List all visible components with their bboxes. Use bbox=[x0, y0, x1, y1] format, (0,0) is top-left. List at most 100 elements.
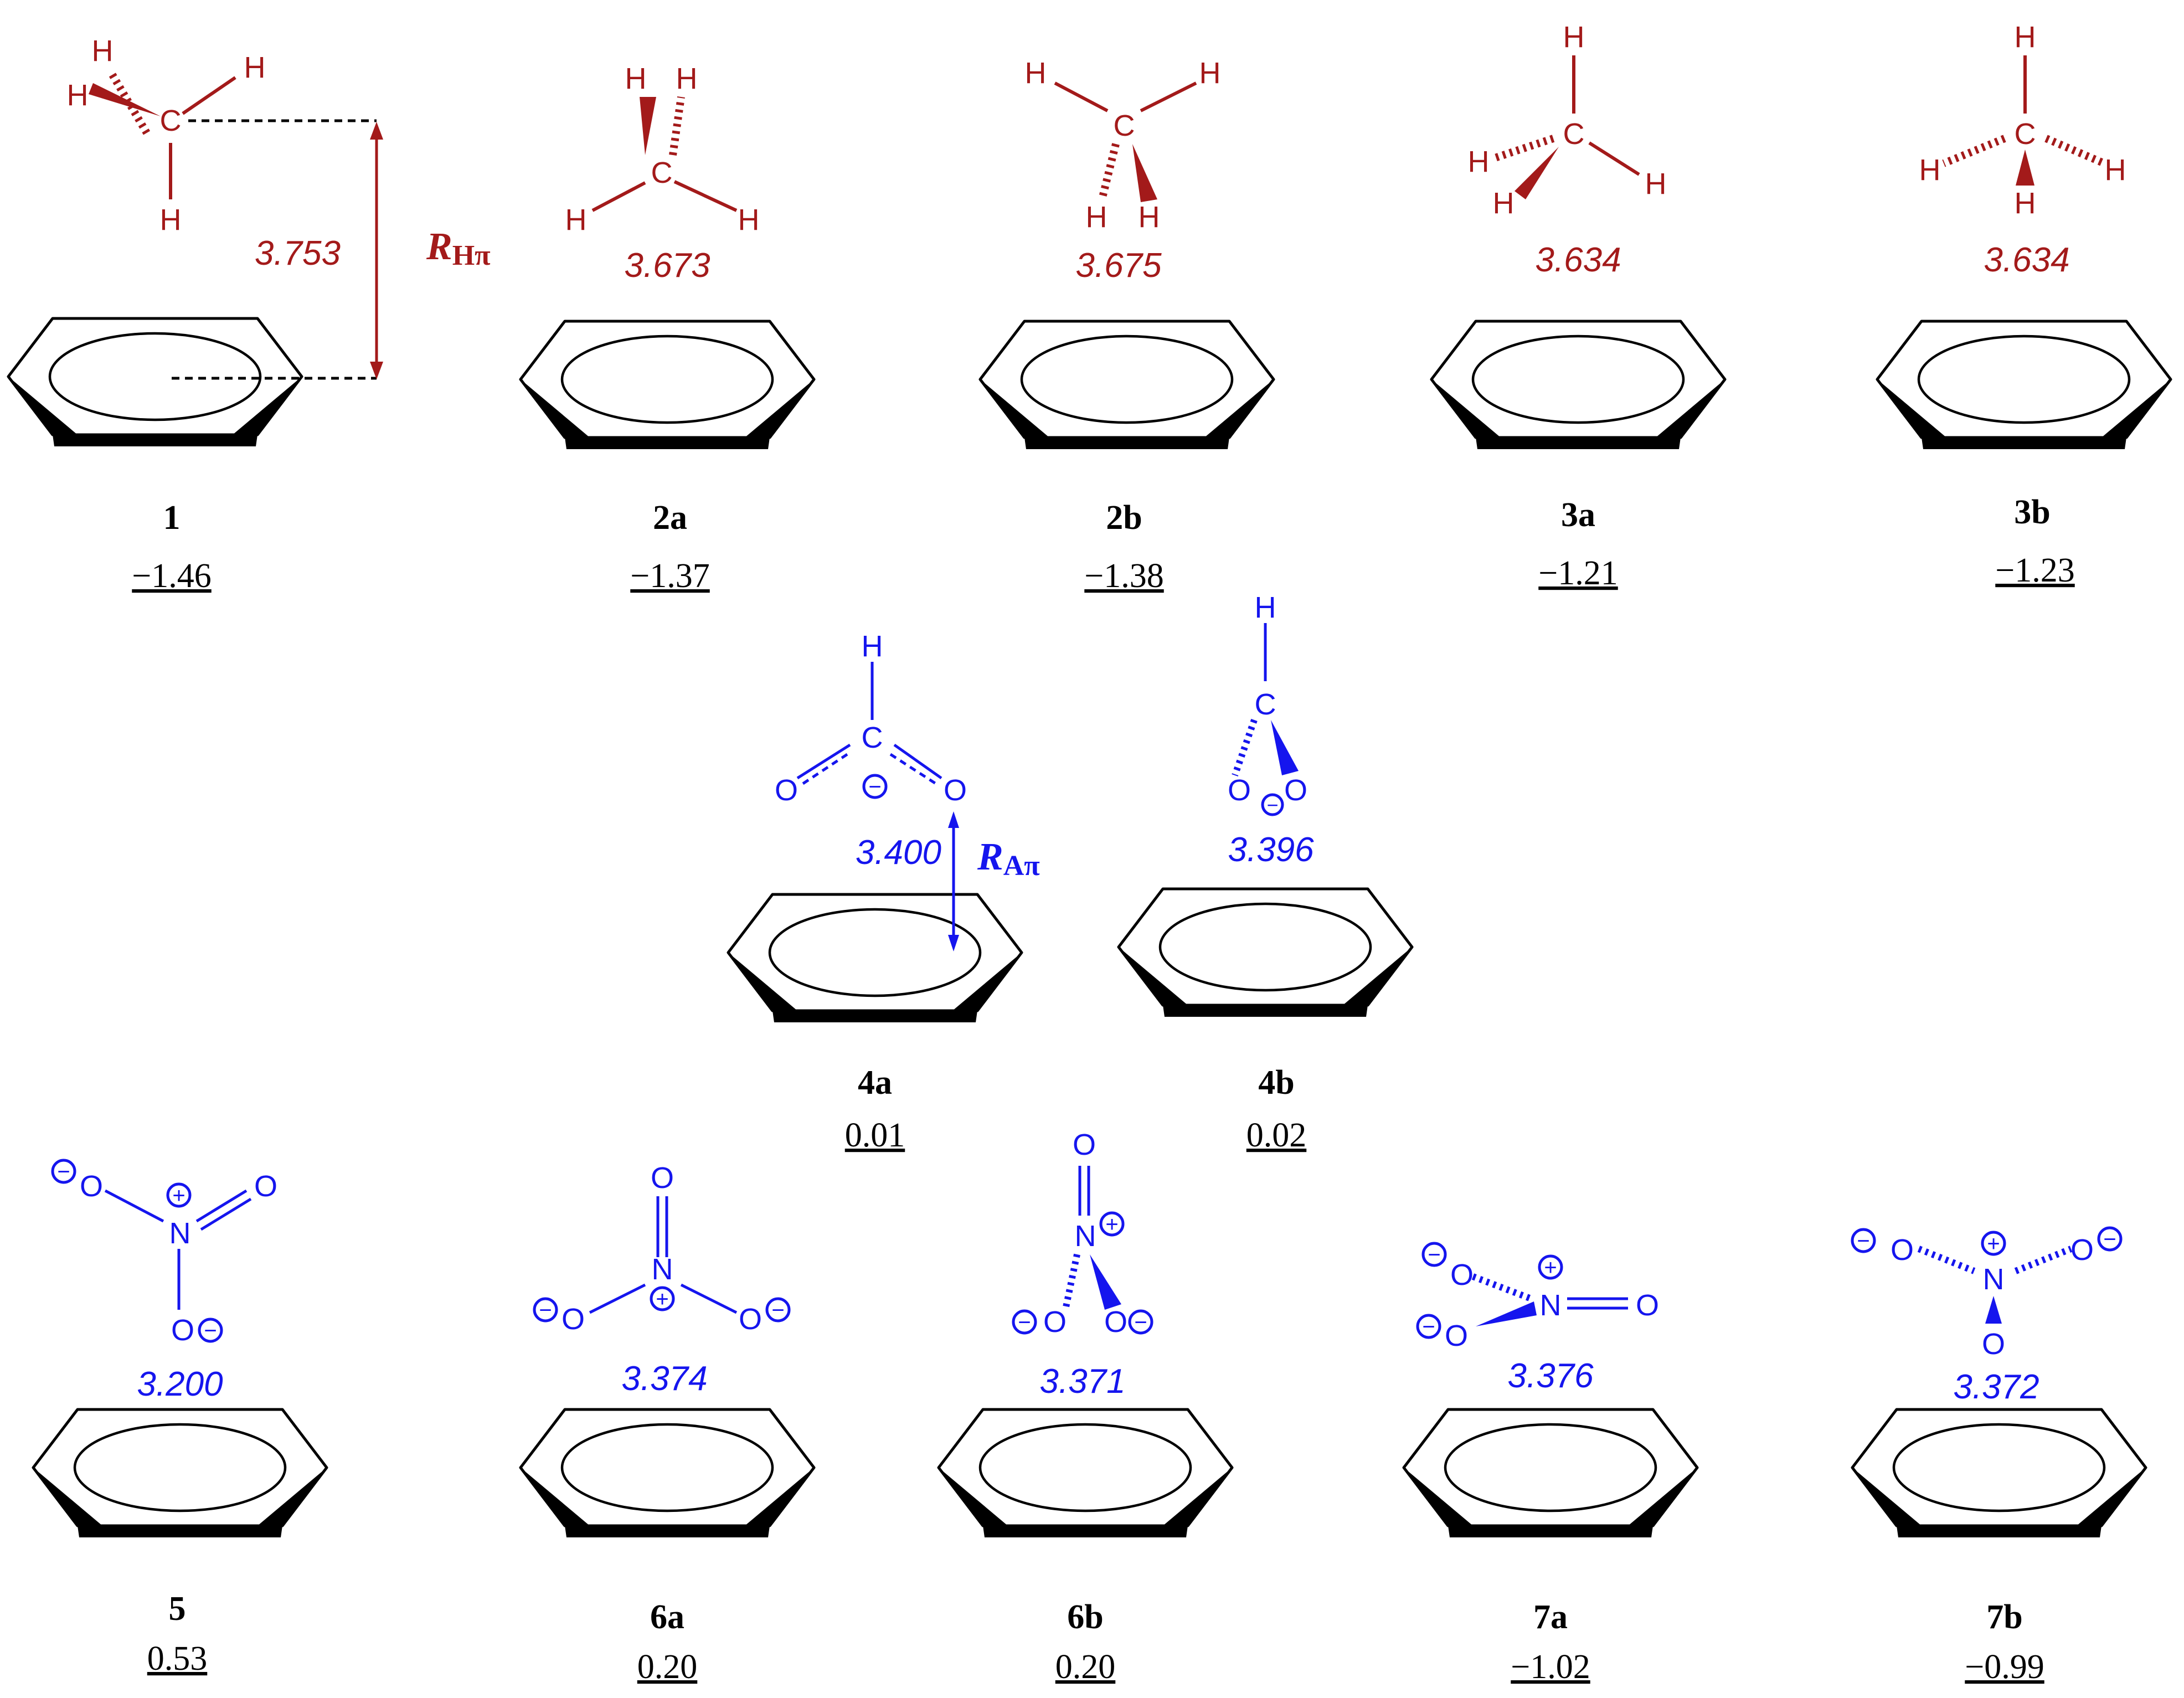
distance-1: 3.753 bbox=[255, 234, 341, 272]
benzene-ring-4a bbox=[728, 894, 1022, 1022]
charge-minus: − bbox=[57, 1160, 70, 1184]
complex-6a: O N O O − + − 3.374 6a 0.20 bbox=[521, 1161, 814, 1686]
complex-label-2a: 2a bbox=[653, 499, 687, 537]
atom-h: H bbox=[1199, 56, 1221, 90]
energy-4b: 0.02 bbox=[1246, 1116, 1307, 1154]
atom-h: H bbox=[1025, 56, 1047, 90]
atom-h: H bbox=[1139, 200, 1160, 234]
atom-o: O bbox=[1073, 1128, 1096, 1161]
benzene-ring-7b bbox=[1852, 1409, 2146, 1537]
distance-2a: 3.673 bbox=[624, 246, 710, 285]
atom-h: H bbox=[625, 62, 647, 95]
r-a-arrow bbox=[948, 811, 959, 951]
distance-2b: 3.675 bbox=[1075, 246, 1162, 285]
atom-h: H bbox=[2015, 187, 2036, 220]
charge-plus: + bbox=[1105, 1212, 1118, 1237]
energy-5: 0.53 bbox=[147, 1640, 208, 1678]
r-h-arrow bbox=[370, 122, 383, 379]
atom-h: H bbox=[2105, 153, 2126, 187]
atom-o: O bbox=[1043, 1305, 1067, 1339]
complex-7a: O N O O + − − 3.376 7a −1.02 bbox=[1404, 1242, 1697, 1686]
atom-h: H bbox=[92, 34, 114, 68]
atom-o: O bbox=[775, 774, 798, 807]
charge-minus: − bbox=[1428, 1243, 1440, 1267]
charge-minus: − bbox=[1266, 794, 1278, 816]
atom-c: C bbox=[2015, 117, 2036, 151]
atom-o: O bbox=[944, 774, 967, 807]
atom-c: C bbox=[1563, 117, 1585, 151]
nitrate-molecule-6a bbox=[533, 1196, 791, 1323]
complex-label-2b: 2b bbox=[1106, 499, 1142, 537]
complex-label-4b: 4b bbox=[1258, 1064, 1294, 1102]
atom-h: H bbox=[862, 630, 883, 663]
complex-label-5: 5 bbox=[169, 1590, 186, 1628]
atom-o: O bbox=[739, 1303, 762, 1336]
atom-o: O bbox=[651, 1161, 674, 1195]
distance-6a: 3.374 bbox=[621, 1360, 707, 1398]
distance-4a: 3.400 bbox=[856, 833, 941, 872]
atom-h: H bbox=[1086, 200, 1108, 234]
atom-o: O bbox=[1228, 774, 1251, 807]
formate-molecule-4b bbox=[1232, 623, 1299, 816]
atom-o: O bbox=[1636, 1289, 1659, 1322]
atom-h: H bbox=[1645, 167, 1667, 200]
atom-h: H bbox=[1468, 145, 1490, 178]
methane-molecule-1 bbox=[89, 70, 236, 199]
atom-o: O bbox=[80, 1170, 103, 1203]
atom-c: C bbox=[651, 156, 673, 189]
atom-o: O bbox=[1284, 774, 1307, 807]
energy-7b: −0.99 bbox=[1965, 1648, 2044, 1686]
benzene-ring-5 bbox=[33, 1409, 327, 1537]
complex-2b: C H H H H 3.675 2b −1.38 bbox=[980, 56, 1274, 595]
energy-6b: 0.20 bbox=[1055, 1648, 1116, 1686]
atom-o: O bbox=[171, 1314, 194, 1347]
complex-label-7a: 7a bbox=[1533, 1598, 1568, 1636]
energy-7a: −1.02 bbox=[1511, 1648, 1590, 1686]
distance-3b: 3.634 bbox=[1984, 241, 2069, 279]
atom-o: O bbox=[1450, 1258, 1474, 1291]
atom-h: H bbox=[160, 203, 182, 236]
atom-n: N bbox=[1075, 1220, 1096, 1253]
atom-o: O bbox=[562, 1303, 585, 1336]
complex-label-1: 1 bbox=[163, 499, 181, 537]
energy-1: −1.46 bbox=[132, 557, 211, 595]
atom-h: H bbox=[1919, 153, 1941, 187]
benzene-ring-6a bbox=[521, 1409, 814, 1537]
benzene-ring-6b bbox=[939, 1409, 1232, 1537]
distance-6b: 3.371 bbox=[1039, 1362, 1125, 1401]
charge-plus: + bbox=[656, 1287, 668, 1311]
energy-2a: −1.37 bbox=[630, 557, 709, 595]
charge-minus: − bbox=[1422, 1315, 1435, 1339]
atom-h: H bbox=[738, 203, 760, 236]
atom-o: O bbox=[1891, 1233, 1914, 1267]
benzene-ring-3a bbox=[1431, 321, 1725, 449]
atom-o: O bbox=[1104, 1305, 1127, 1339]
benzene-ring-2b bbox=[980, 321, 1274, 449]
atom-n: N bbox=[1540, 1289, 1562, 1322]
benzene-ring-1 bbox=[8, 318, 302, 446]
r-a-sub: Aπ bbox=[1003, 850, 1040, 882]
nitrate-molecule-7a bbox=[1416, 1242, 1628, 1339]
benzene-ring-2a bbox=[521, 321, 814, 449]
atom-c: C bbox=[1114, 109, 1135, 142]
charge-plus: + bbox=[1987, 1232, 2000, 1256]
complex-7b: O N O O + − − 3.372 7b −0.99 bbox=[1851, 1226, 2146, 1686]
complex-label-7b: 7b bbox=[1986, 1598, 2022, 1636]
charge-minus: − bbox=[1857, 1229, 1869, 1253]
complex-2a: C H H H H 3.673 2a −1.37 bbox=[521, 62, 814, 595]
r-a-label: RAπ bbox=[977, 836, 1040, 882]
complex-4a: H C O O − 3.400 RAπ 4a 0.01 bbox=[728, 630, 1040, 1154]
charge-minus: − bbox=[204, 1319, 217, 1343]
charge-minus: − bbox=[2103, 1227, 2116, 1252]
formate-molecule-4a bbox=[796, 662, 942, 799]
nitrate-molecule-5 bbox=[51, 1159, 252, 1343]
methane-molecule-2b bbox=[1054, 81, 1197, 202]
complex-3b: C H H H H 3.634 3b −1.23 bbox=[1877, 20, 2171, 589]
r-a-main: R bbox=[977, 836, 1003, 878]
atom-n: N bbox=[169, 1217, 191, 1250]
benzene-ring-3b bbox=[1877, 321, 2171, 449]
complex-label-3b: 3b bbox=[2014, 493, 2050, 531]
energy-3a: −1.21 bbox=[1538, 554, 1618, 592]
atom-h: H bbox=[1493, 187, 1515, 220]
